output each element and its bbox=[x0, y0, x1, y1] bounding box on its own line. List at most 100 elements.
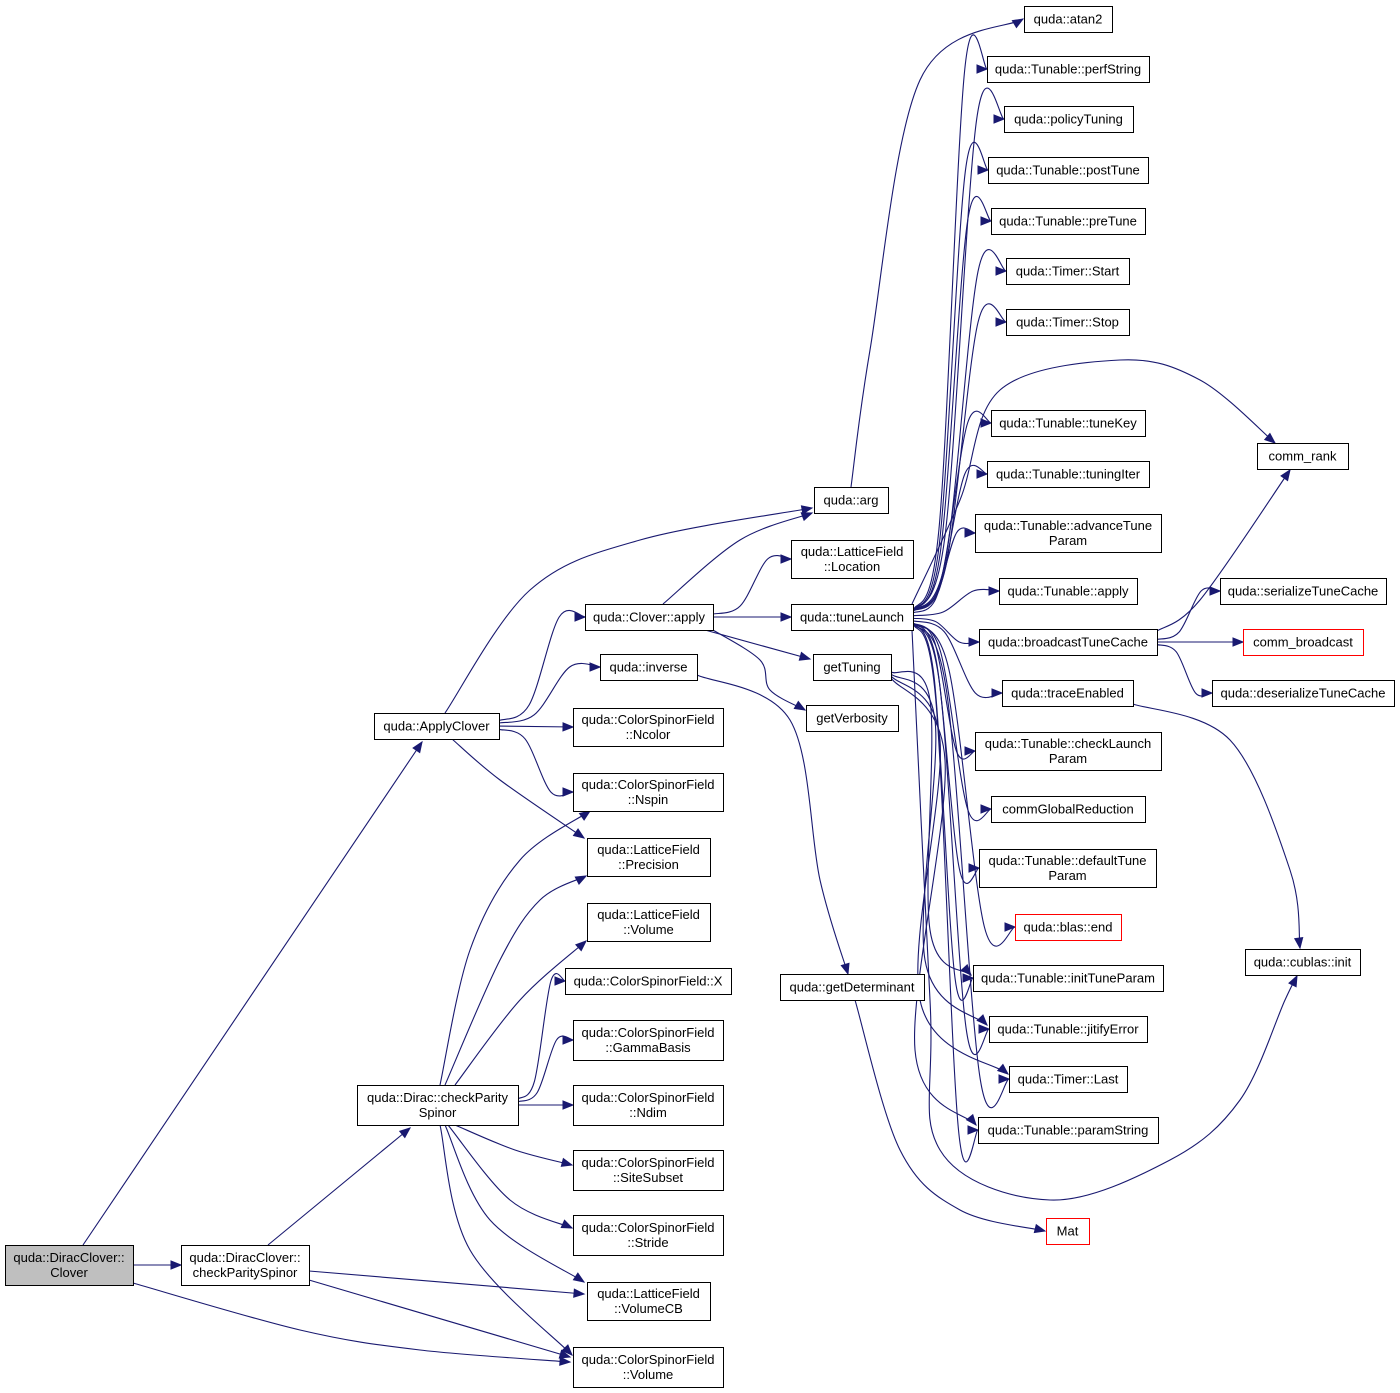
node-label: quda::Tunable::postTune bbox=[996, 163, 1140, 178]
node-lvolume[interactable]: quda::LatticeField::Volume bbox=[587, 903, 711, 942]
node-pretune[interactable]: quda::Tunable::preTune bbox=[991, 208, 1146, 235]
node-box bbox=[374, 713, 500, 740]
arrowhead-icon bbox=[964, 528, 977, 538]
node-label: ::Location bbox=[824, 559, 880, 574]
node-commglobal[interactable]: commGlobalReduction bbox=[991, 796, 1146, 823]
node-label: quda::ColorSpinorField::X bbox=[574, 974, 723, 989]
edge-line bbox=[854, 999, 1046, 1232]
node-csfx[interactable]: quda::ColorSpinorField::X bbox=[565, 968, 732, 995]
edge-root-to-applyclover bbox=[82, 740, 423, 1246]
node-clover_apply[interactable]: quda::Clover::apply bbox=[585, 604, 714, 631]
node-precision[interactable]: quda::LatticeField::Precision bbox=[587, 838, 711, 877]
edge-dirac_cps-to-csfvolume bbox=[439, 1124, 573, 1356]
node-bcasttc[interactable]: quda::broadcastTuneCache bbox=[979, 629, 1158, 656]
node-commrank[interactable]: comm_rank bbox=[1257, 443, 1349, 470]
node-location[interactable]: quda::LatticeField::Location bbox=[791, 540, 914, 579]
node-label: quda::Tunable::advanceTune bbox=[984, 518, 1152, 533]
edge-line bbox=[712, 629, 806, 711]
edge-line bbox=[498, 662, 601, 724]
node-box bbox=[991, 796, 1146, 823]
node-timerlast[interactable]: quda::Timer::Last bbox=[1009, 1066, 1128, 1093]
node-volumecb[interactable]: quda::LatticeField::VolumeCB bbox=[587, 1282, 711, 1321]
arrowhead-icon bbox=[976, 64, 989, 74]
node-box bbox=[979, 849, 1157, 888]
arrowhead-icon bbox=[589, 662, 602, 672]
node-applyclover[interactable]: quda::ApplyClover bbox=[374, 713, 500, 740]
node-label: quda::Tunable::tuningIter bbox=[996, 467, 1141, 482]
node-csfvolume[interactable]: quda::ColorSpinorField::Volume bbox=[573, 1347, 724, 1388]
edge-line bbox=[1156, 644, 1213, 697]
arrowhead-icon bbox=[980, 804, 993, 814]
edge-line bbox=[912, 620, 1003, 699]
node-tunelaunch[interactable]: quda::tuneLaunch bbox=[791, 604, 914, 631]
edge-dirac_cps-to-gamma bbox=[517, 1035, 575, 1103]
node-cps1[interactable]: quda::DiracClover::checkParitySpinor bbox=[181, 1245, 310, 1286]
edge-dirac_cps-to-ndim bbox=[518, 1100, 575, 1110]
edge-dirac_cps-to-csfx bbox=[517, 973, 567, 1100]
node-inittune[interactable]: quda::Tunable::initTuneParam bbox=[973, 965, 1164, 992]
edge-line bbox=[82, 741, 423, 1246]
edge-getdet-to-mat bbox=[854, 999, 1047, 1234]
node-getdet[interactable]: quda::getDeterminant bbox=[780, 974, 925, 1001]
edge-line bbox=[517, 973, 566, 1100]
edge-tunelaunch-to-posttune bbox=[912, 141, 990, 612]
node-tunapply[interactable]: quda::Tunable::apply bbox=[999, 578, 1138, 605]
arrowhead-icon bbox=[780, 612, 793, 622]
node-atan2[interactable]: quda::atan2 bbox=[1024, 6, 1113, 33]
edge-tunelaunch-to-perfstring bbox=[912, 34, 989, 612]
node-timerstart[interactable]: quda::Timer::Start bbox=[1006, 258, 1130, 285]
node-cublasinit[interactable]: quda::cublas::init bbox=[1245, 949, 1361, 976]
node-stride[interactable]: quda::ColorSpinorField::Stride bbox=[573, 1215, 724, 1256]
edge-line bbox=[447, 1124, 573, 1229]
node-box bbox=[357, 1085, 519, 1126]
arrowhead-icon bbox=[962, 973, 975, 983]
node-blasend[interactable]: quda::blas::end bbox=[1015, 914, 1122, 941]
node-jitify[interactable]: quda::Tunable::jitifyError bbox=[989, 1016, 1148, 1043]
edge-applyclover-to-clover_apply bbox=[498, 610, 587, 722]
node-label: ::Precision bbox=[618, 857, 679, 872]
node-tunekey[interactable]: quda::Tunable::tuneKey bbox=[991, 410, 1146, 437]
node-inverse[interactable]: quda::inverse bbox=[600, 654, 698, 681]
arrowhead-icon bbox=[964, 746, 977, 756]
node-traceenabled[interactable]: quda::traceEnabled bbox=[1002, 680, 1134, 707]
edge-line bbox=[912, 464, 988, 612]
node-timerstop[interactable]: quda::Timer::Stop bbox=[1006, 309, 1130, 336]
arrowhead-icon bbox=[572, 828, 586, 839]
node-getverbosity[interactable]: getVerbosity bbox=[806, 705, 899, 732]
node-policytuning[interactable]: quda::policyTuning bbox=[1004, 106, 1134, 133]
node-label: quda::Tunable::paramString bbox=[988, 1123, 1149, 1138]
node-box bbox=[989, 1016, 1148, 1043]
node-serialize[interactable]: quda::serializeTuneCache bbox=[1220, 578, 1387, 605]
node-tuningiter[interactable]: quda::Tunable::tuningIter bbox=[987, 461, 1150, 488]
node-gamma[interactable]: quda::ColorSpinorField::GammaBasis bbox=[573, 1020, 724, 1061]
node-root[interactable]: quda::DiracClover::Clover bbox=[5, 1245, 134, 1286]
node-label: quda::Tunable::perfString bbox=[995, 62, 1141, 77]
node-box bbox=[973, 965, 1164, 992]
node-sitesubset[interactable]: quda::ColorSpinorField::SiteSubset bbox=[573, 1150, 724, 1191]
node-paramstring[interactable]: quda::Tunable::paramString bbox=[978, 1117, 1159, 1144]
edge-root-to-cps1 bbox=[133, 1260, 183, 1270]
node-box bbox=[1015, 914, 1122, 941]
node-nspin[interactable]: quda::ColorSpinorField::Nspin bbox=[573, 773, 724, 812]
arrowhead-icon bbox=[572, 1272, 586, 1283]
node-label: Spinor bbox=[419, 1105, 457, 1120]
node-arg[interactable]: quda::arg bbox=[814, 487, 889, 514]
node-label: quda::Tunable::jitifyError bbox=[997, 1022, 1139, 1037]
node-box bbox=[978, 1117, 1159, 1144]
arrowhead-icon bbox=[1201, 688, 1214, 698]
node-deserialize[interactable]: quda::deserializeTuneCache bbox=[1212, 680, 1395, 707]
node-gettuning[interactable]: getTuning bbox=[813, 654, 892, 681]
node-ncolor[interactable]: quda::ColorSpinorField::Ncolor bbox=[573, 708, 724, 747]
arrowhead-icon bbox=[1232, 637, 1245, 647]
node-posttune[interactable]: quda::Tunable::postTune bbox=[988, 157, 1149, 184]
node-label: Clover bbox=[50, 1265, 88, 1280]
node-dirac_cps[interactable]: quda::Dirac::checkParitySpinor bbox=[357, 1085, 519, 1126]
node-mat[interactable]: Mat bbox=[1046, 1218, 1090, 1245]
node-ndim[interactable]: quda::ColorSpinorField::Ndim bbox=[573, 1085, 724, 1126]
node-commbcast[interactable]: comm_broadcast bbox=[1243, 629, 1364, 656]
node-perfstring[interactable]: quda::Tunable::perfString bbox=[987, 56, 1150, 83]
